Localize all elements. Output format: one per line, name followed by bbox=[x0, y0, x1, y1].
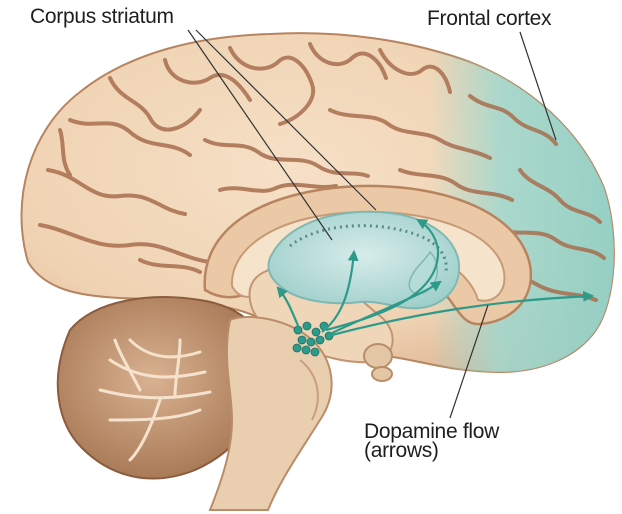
label-arrows-note: (arrows) bbox=[364, 441, 499, 460]
pituitary bbox=[364, 344, 392, 381]
label-corpus-striatum: Corpus striatum bbox=[30, 6, 174, 27]
label-frontal-cortex: Frontal cortex bbox=[427, 8, 551, 29]
label-dopamine-flow: Dopamine flow (arrows) bbox=[364, 422, 499, 461]
